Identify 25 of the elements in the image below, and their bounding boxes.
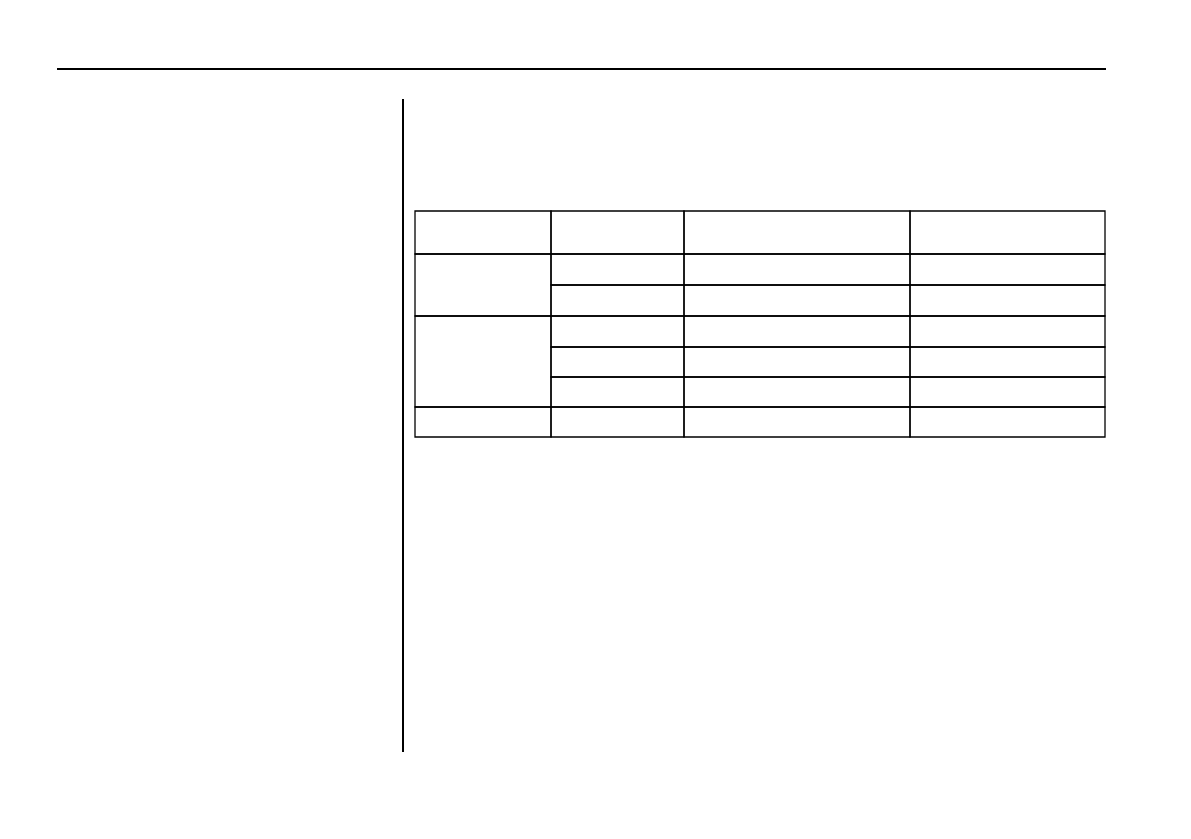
- table-cell: [909, 376, 1106, 408]
- table-cell: [550, 315, 685, 348]
- table-cell: [683, 284, 911, 317]
- table-cell: [683, 210, 911, 255]
- table-cell: [414, 315, 552, 408]
- table-cell: [550, 406, 685, 438]
- table-cell: [550, 376, 685, 408]
- table-cell: [683, 376, 911, 408]
- table-cell: [550, 253, 685, 286]
- table-cell: [683, 406, 911, 438]
- table-cell: [909, 346, 1106, 378]
- table-cell: [909, 253, 1106, 286]
- table-cell: [683, 346, 911, 378]
- table-cell: [550, 346, 685, 378]
- table-cell: [414, 210, 552, 255]
- table-cell: [909, 406, 1106, 438]
- table-cell: [414, 253, 552, 317]
- table-cell: [414, 406, 552, 438]
- table-cell: [683, 315, 911, 348]
- table-cell: [909, 210, 1106, 255]
- table-cell: [550, 210, 685, 255]
- table-cell: [683, 253, 911, 286]
- table-cell: [550, 284, 685, 317]
- table-cell: [909, 315, 1106, 348]
- table-cell: [909, 284, 1106, 317]
